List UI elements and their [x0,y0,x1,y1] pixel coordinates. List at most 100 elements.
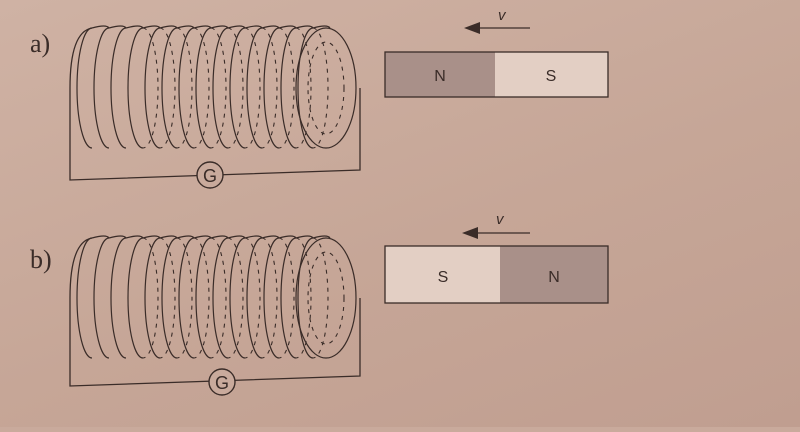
coil-turn-top [108,25,127,29]
coil-turn-top [193,235,212,239]
coil-turn-front [297,237,314,359]
arrowhead-left-icon [464,22,480,34]
coil-turn-front [127,27,144,149]
coil-turn-back [295,237,312,359]
magnet-b-left-pole: S [438,269,449,286]
coil-turn-back [261,237,278,359]
coil-turn-back [261,27,278,149]
coil-turn-front [110,237,127,359]
coil-turn-front [195,27,212,149]
coil-turn-front [110,27,127,149]
coil-turn-top [312,235,331,239]
coil-turn-top [125,25,144,29]
panel-a: a) N S v G [30,7,609,189]
galvanometer-label-b: G [215,373,229,393]
coil-turn-top [244,235,263,239]
coil-turn-back [142,27,159,149]
coil-turn-front [161,27,178,149]
coil-turn-back [210,27,227,149]
coil-turn-front [76,237,93,359]
coil-turn-top [227,25,246,29]
coil-turn-top [244,25,263,29]
coil-turn-front [229,237,246,359]
solenoid-coil-b [69,235,361,387]
coil-turn-front [280,27,297,149]
coil-turn-top [176,25,195,29]
coil-turn-front [178,237,195,359]
velocity-label-b: v [496,211,505,228]
arrowhead-left-icon [462,227,478,239]
coil-turn-front [280,237,297,359]
coil-turn-back [278,27,295,149]
coil-turn-back [176,27,193,149]
coil-turn-back [295,27,312,149]
panel-label-b: b) [30,245,52,274]
magnet-a-left-pole: N [434,68,446,85]
coil-turn-front [263,27,280,149]
coil-turn-front [127,237,144,359]
coil-turn-front [246,27,263,149]
galvanometer-b [208,368,236,396]
coil-turn-back [227,237,244,359]
coil-turn-top [210,25,229,29]
coil-turn-front [195,237,212,359]
coil-turn-back [159,237,176,359]
coil-turn-back [193,27,210,149]
coil-turn-top [278,25,297,29]
coil-turn-front [76,27,93,149]
coil-turn-top [159,25,178,29]
coil-turn-back [244,237,261,359]
coil-turn-back [159,27,176,149]
coil-turn-top [312,25,331,29]
coil-turn-front [263,237,280,359]
galvanometer-label-a: G [203,166,217,186]
coil-turn-back [278,237,295,359]
coil-turn-top [261,25,280,29]
bar-magnet-b [384,245,609,304]
coil-turn-back [176,237,193,359]
coil-turn-front [229,27,246,149]
coil-turn-top [227,235,246,239]
magnet-b-right-pole: N [548,269,560,286]
coil-turn-top [295,25,314,29]
coil-turn-front [297,27,314,149]
magnet-a-right-pole: S [546,68,557,85]
coil-turn-front [93,27,110,149]
coil-turn-top [278,235,297,239]
bar-magnet-a [384,51,609,98]
coil-inner-dashes [307,41,345,135]
coil-turn-front [93,237,110,359]
magnet-a-north-fill [385,52,495,97]
coil-end-turn [295,27,357,149]
coil-turn-top [142,235,161,239]
coil-turn-back [210,237,227,359]
velocity-label-a: v [498,7,507,24]
circuit-wire [69,237,361,387]
coil-turn-front [212,27,229,149]
coil-turn-back [312,237,329,359]
coil-turn-front [144,237,161,359]
coil-end-turn [295,237,357,359]
coil-turn-front [212,237,229,359]
coil-turn-back [227,27,244,149]
coil-inner-dashes [307,251,345,345]
coil-turn-back [244,27,261,149]
panel-label-a: a) [30,29,50,58]
galvanometer-a [196,161,224,189]
coil-turn-top [91,25,110,29]
magnet-b-north-fill [500,246,608,303]
coil-turn-top [176,235,195,239]
panel-b: b) S N v G [30,211,609,396]
coil-turn-top [142,25,161,29]
coil-turn-top [210,235,229,239]
coil-turn-front [161,237,178,359]
coil-turn-front [144,27,161,149]
coil-turn-back [142,237,159,359]
coil-turn-front [246,237,263,359]
magnet-b-south-fill [385,246,500,303]
circuit-wire [69,27,361,181]
coil-turn-top [108,235,127,239]
coil-turn-top [193,25,212,29]
solenoid-coil-a [69,25,361,181]
coil-turn-top [91,235,110,239]
